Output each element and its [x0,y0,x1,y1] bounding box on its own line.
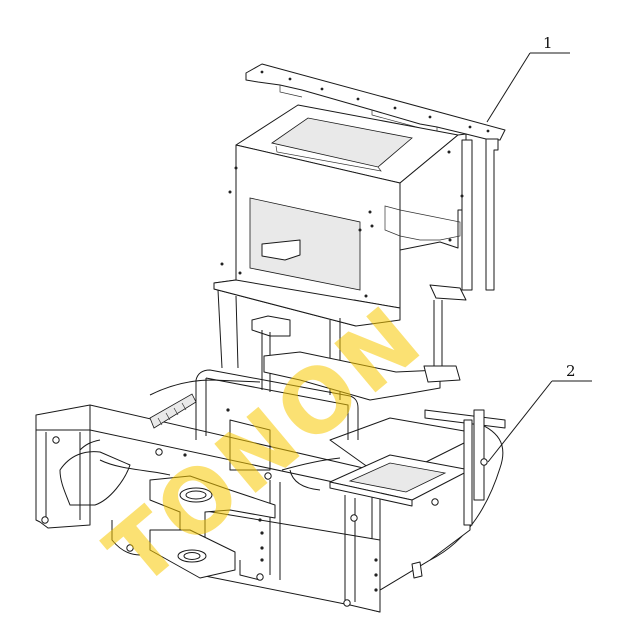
callout-2: 2 [487,362,592,463]
front-face-holes [220,166,374,298]
callout-1: 1 [486,34,570,123]
callout-1-label: 1 [543,34,553,52]
upper-frame-assembly [213,63,506,400]
base-frame-assembly [35,351,506,613]
callout-2-label: 2 [566,362,576,380]
top-plate-holes [260,70,490,133]
base-holes [41,408,488,607]
